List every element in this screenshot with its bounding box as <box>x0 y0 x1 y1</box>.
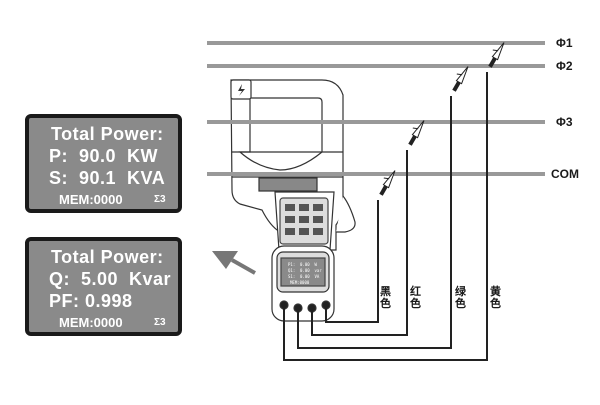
lcd-mode: Σ3 <box>154 317 166 328</box>
lcd-display-reactive: Total Power: Q: 5.00 Kvar PF: 0.998 MEM:… <box>25 237 182 336</box>
lcd-line-s: S: 90.1 KVA <box>49 168 166 188</box>
clamp-window <box>258 177 318 192</box>
lcd-title: Total Power: <box>51 247 164 267</box>
wire-red <box>311 150 408 336</box>
wire-black <box>325 200 379 323</box>
lcd-mode: Σ3 <box>154 194 166 205</box>
phase-label-1: Φ1 <box>556 36 573 50</box>
phase-label-com: COM <box>551 167 579 181</box>
lcd-line-p: P: 90.0 KW <box>49 146 159 166</box>
phase-label-2: Φ2 <box>556 59 573 73</box>
meter-screen <box>280 257 326 287</box>
meter-screen-line: Q1: 0.00 var <box>288 268 322 273</box>
lightning-icon <box>238 84 245 96</box>
clip-phase-1 <box>488 42 505 68</box>
keypad <box>285 204 323 235</box>
lcd-mem: MEM:0000 <box>59 192 123 207</box>
clip-phase-3 <box>408 120 425 146</box>
wires <box>283 72 488 361</box>
wire-label-yellow: 黄色 <box>490 286 501 310</box>
wire-label-black: 黑色 <box>380 286 391 310</box>
lcd-title: Total Power: <box>51 124 164 144</box>
meter-screen-line: P1: 0.00 W <box>288 262 317 267</box>
lcd-line-pf: PF: 0.998 <box>49 291 133 311</box>
lcd-mem: MEM:0000 <box>59 315 123 330</box>
clip-com <box>379 170 396 196</box>
arrow-icon <box>212 251 256 275</box>
meter-screen-line: S1: 0.00 VA <box>288 274 320 279</box>
phase-label-3: Φ3 <box>556 115 573 129</box>
wire-yellow <box>283 72 488 361</box>
lcd-line-q: Q: 5.00 Kvar <box>49 269 172 289</box>
wire-green <box>297 96 452 349</box>
lcd-display-power: Total Power: P: 90.0 KW S: 90.1 KVA MEM:… <box>25 114 182 213</box>
meter-screen-line: MEM:0000 <box>290 280 310 285</box>
clip-phase-2 <box>452 66 469 92</box>
wire-label-green: 绿色 <box>455 286 466 310</box>
wire-label-red: 红色 <box>410 286 421 310</box>
